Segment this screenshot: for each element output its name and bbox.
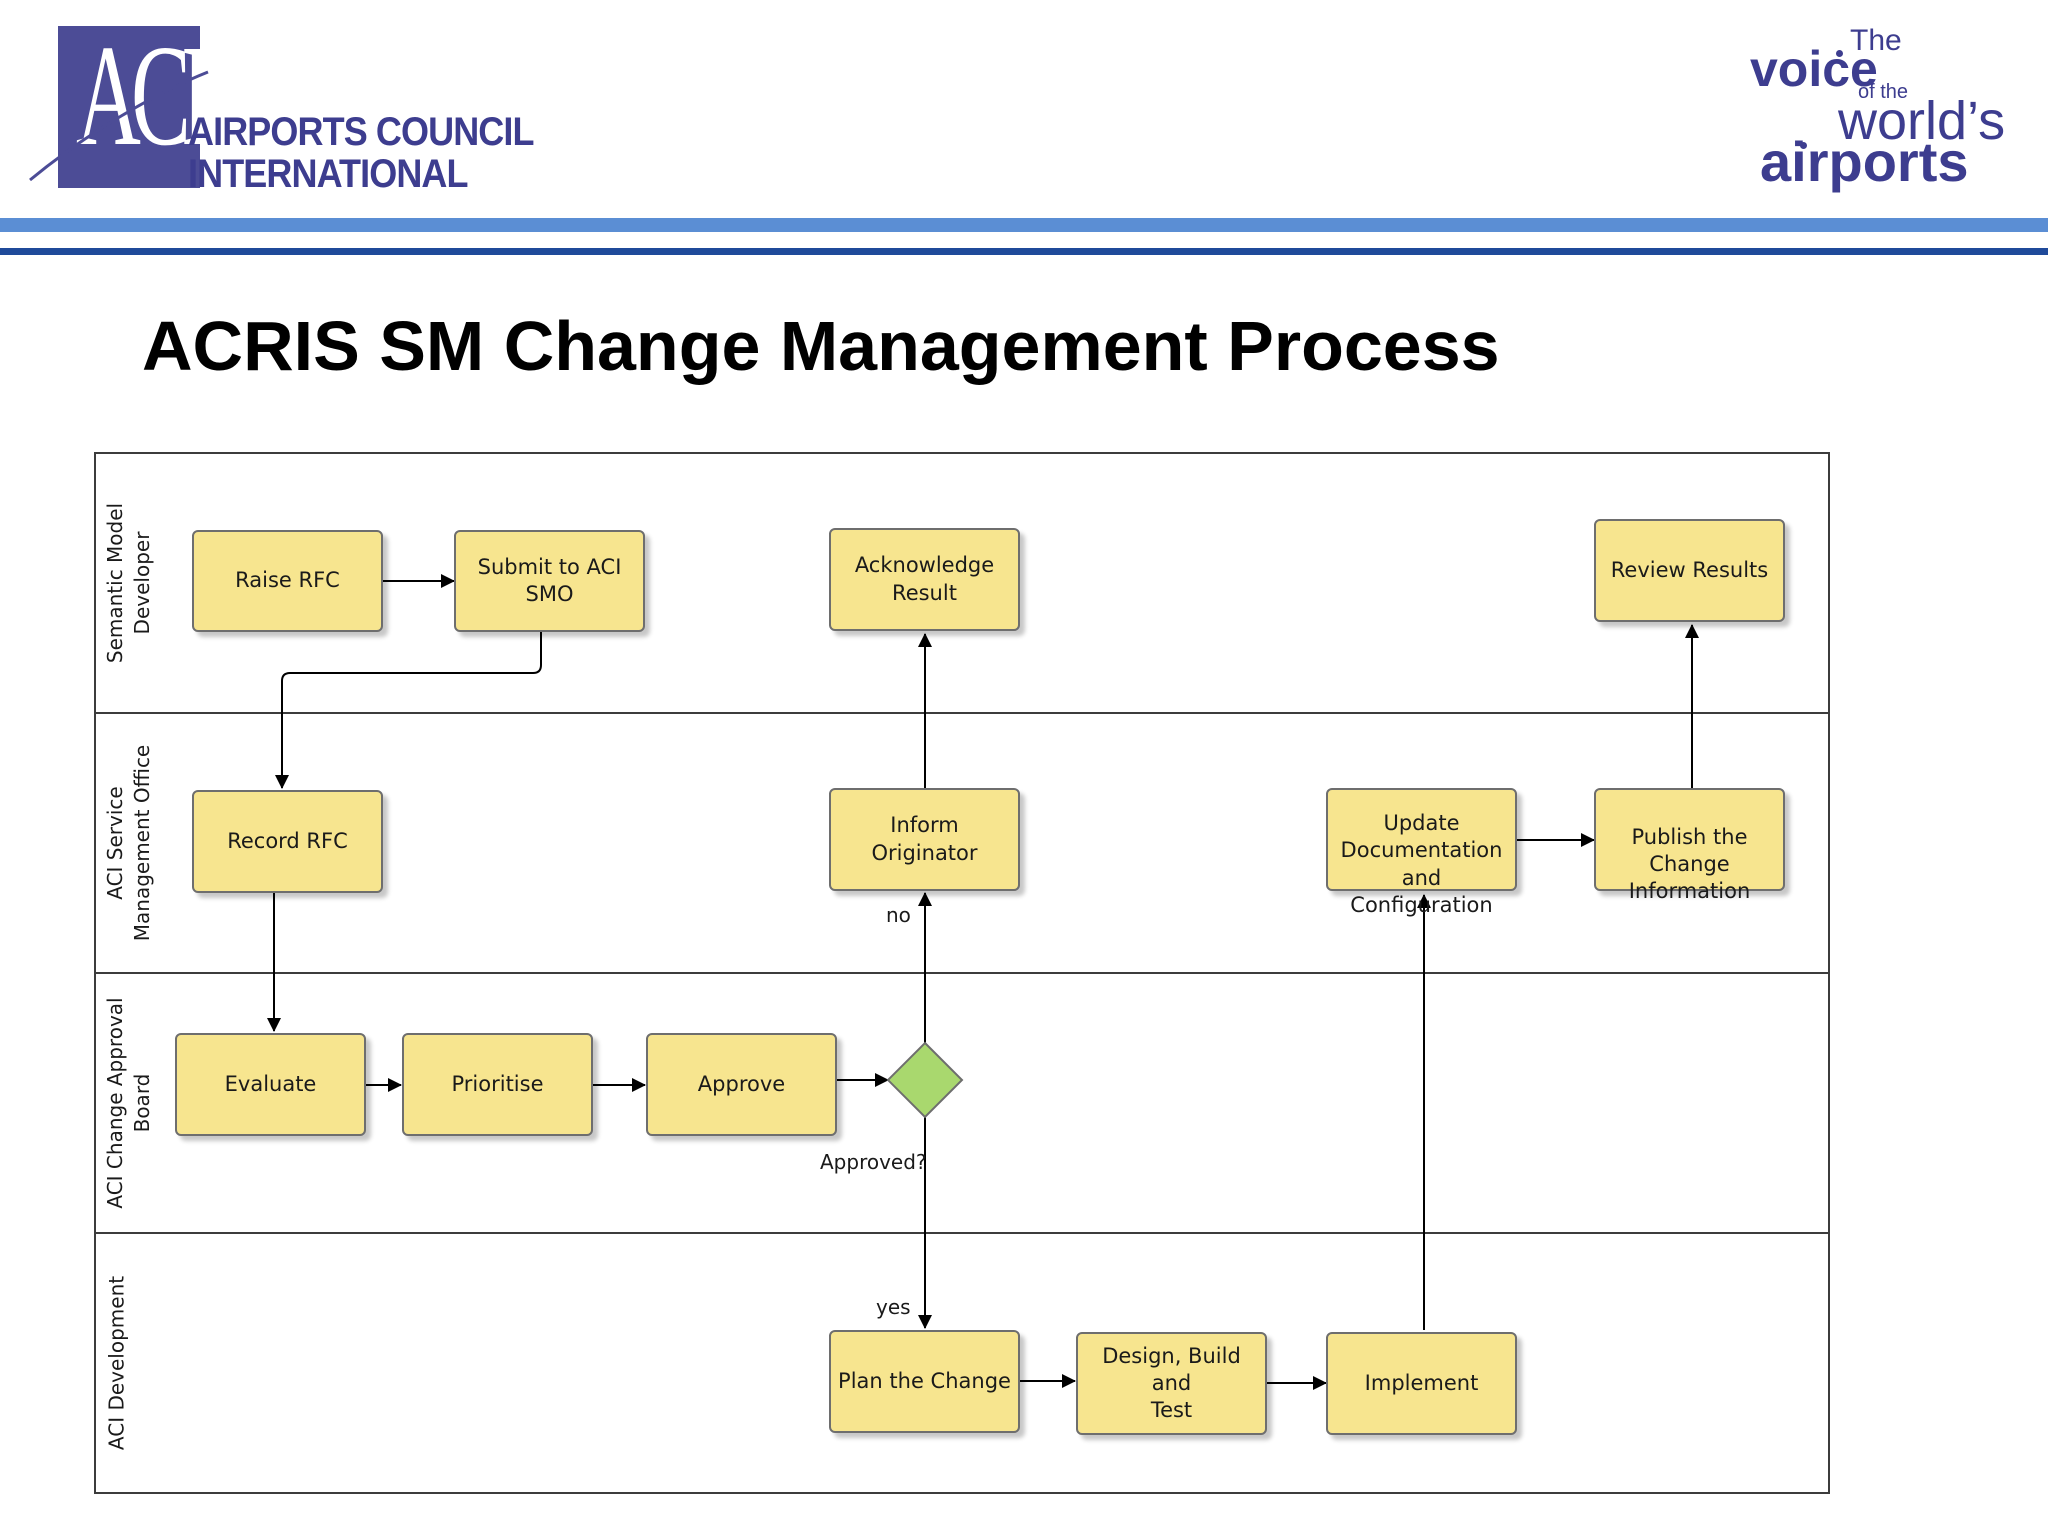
- tagline-dot-2: [1800, 142, 1807, 149]
- task-acknowledge-result[interactable]: Acknowledge Result: [829, 528, 1020, 631]
- aci-logo: ACI AIRPORTS COUNCIL INTERNATIONAL: [28, 16, 534, 197]
- org-name-line2: INTERNATIONAL: [188, 152, 469, 196]
- org-name-line1: AIRPORTS COUNCIL: [188, 110, 534, 154]
- flow-label-no: no: [886, 903, 911, 927]
- task-record-rfc[interactable]: Record RFC: [192, 790, 383, 893]
- task-prioritise[interactable]: Prioritise: [402, 1033, 593, 1136]
- aci-logo-block: ACI: [58, 16, 211, 188]
- header-band-dark: [0, 248, 2048, 255]
- aci-logo-letters: ACI: [76, 16, 211, 176]
- tagline-the: The: [1850, 24, 1902, 57]
- task-publish-change-information[interactable]: Publish the Change Information: [1594, 788, 1785, 903]
- flow-label-yes: yes: [876, 1295, 911, 1319]
- task-implement[interactable]: Implement: [1326, 1332, 1517, 1435]
- lane-label-aci-development: ACI Development: [104, 1275, 129, 1451]
- task-evaluate[interactable]: Evaluate: [175, 1033, 366, 1136]
- tagline-dot: [1836, 50, 1843, 57]
- tagline-voice: voice: [1750, 41, 1878, 97]
- aci-swoosh-icon: [29, 70, 209, 182]
- tagline-worlds: world’s: [1838, 91, 2006, 151]
- lane-label-semantic-model-developer: Semantic Model Developer: [103, 502, 154, 664]
- task-approve[interactable]: Approve: [646, 1033, 837, 1136]
- task-raise-rfc[interactable]: Raise RFC: [192, 530, 383, 632]
- task-review-results[interactable]: Review Results: [1594, 519, 1785, 622]
- task-update-documentation[interactable]: Update Documentation and Configuration: [1326, 788, 1517, 917]
- gateway-label-approved: Approved?: [820, 1150, 927, 1174]
- header-band-light: [0, 218, 2048, 232]
- arrow-submit-to-record: [275, 632, 542, 789]
- tagline-of-the: of the: [1858, 81, 1909, 103]
- task-inform-originator[interactable]: Inform Originator: [829, 788, 1020, 891]
- slide-header: ACI AIRPORTS COUNCIL INTERNATIONAL The v…: [0, 0, 2048, 260]
- lane-label-aci-change-approval-board: ACI Change Approval Board: [103, 997, 154, 1209]
- task-submit-to-aci-smo[interactable]: Submit to ACI SMO: [454, 530, 645, 632]
- voice-of-worlds-airports-logo: The voice of the world’s airports: [1730, 20, 2030, 200]
- page-title: ACRIS SM Change Management Process: [142, 307, 1500, 385]
- task-design-build-test[interactable]: Design, Build and Test: [1076, 1332, 1267, 1435]
- approval-gateway[interactable]: [886, 1041, 964, 1119]
- task-plan-the-change[interactable]: Plan the Change: [829, 1330, 1020, 1433]
- lane-label-aci-smo: ACI Service Management Office: [103, 744, 154, 942]
- tagline-airports: airports: [1760, 130, 1969, 193]
